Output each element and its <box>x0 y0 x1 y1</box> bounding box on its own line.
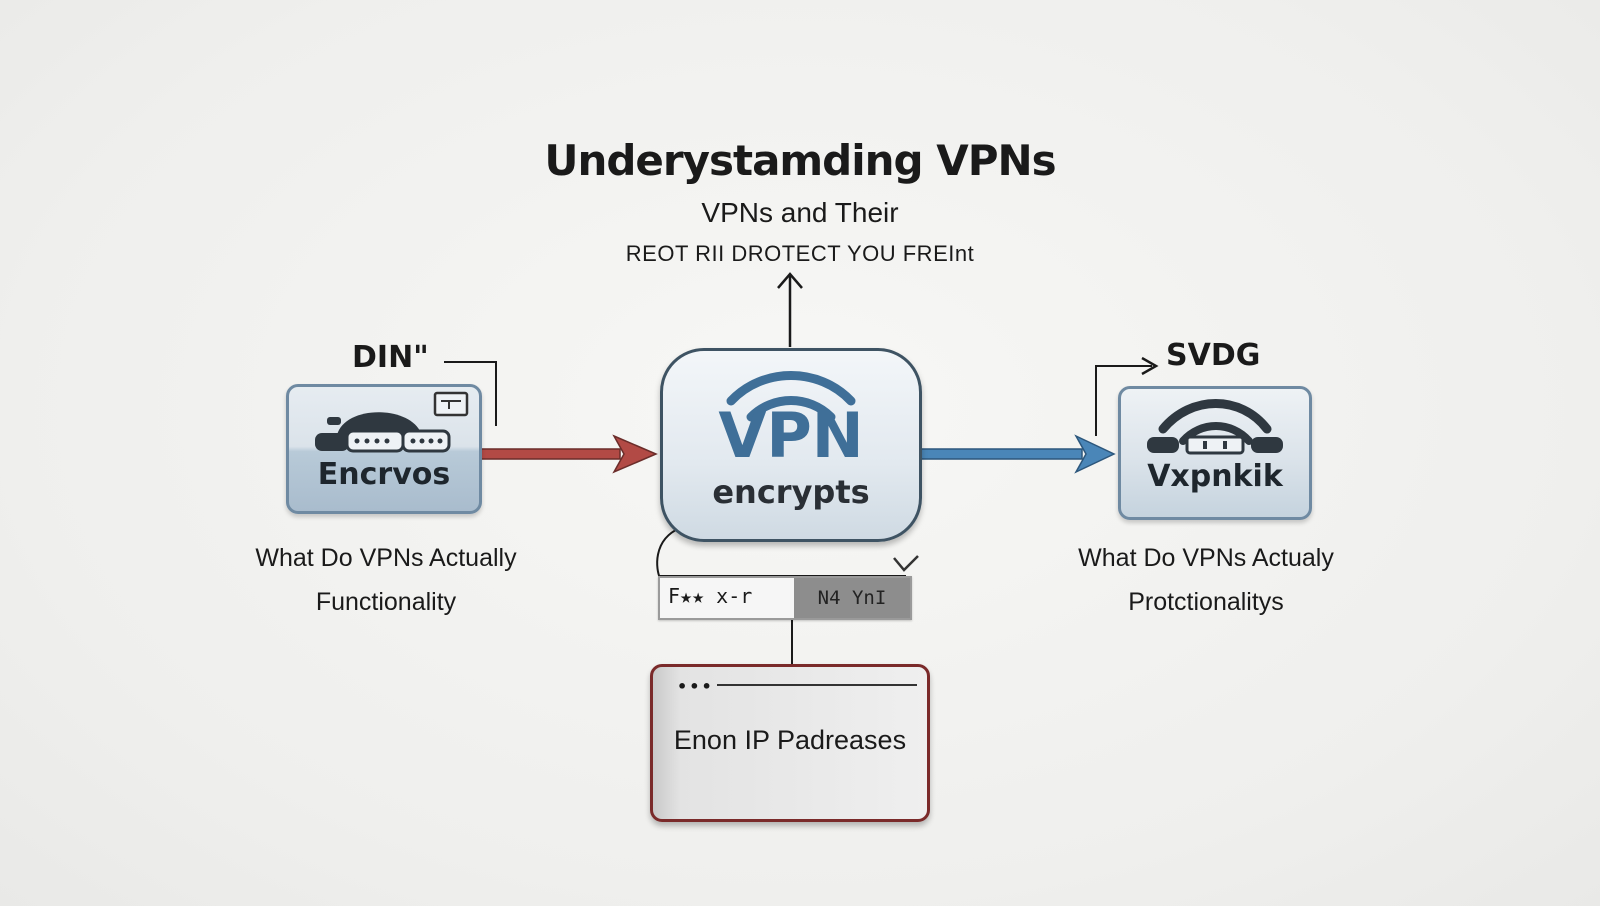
right-label-arrow-head <box>1141 356 1159 376</box>
right-label-arrow <box>1095 365 1152 436</box>
data-bar-left-text: F★★ x-r <box>668 584 753 608</box>
right-node-label: SVDG <box>1166 338 1261 373</box>
center-to-bar-curve <box>656 527 681 579</box>
red-arrow-head <box>612 434 658 474</box>
ip-address-window: ••• Enon IP Padreases <box>650 664 930 822</box>
vpn-label: VPN <box>718 399 864 472</box>
blue-arrow-head <box>1074 434 1116 474</box>
left-label-bracket <box>444 361 497 426</box>
diagram-tagline: REOT RII DROTECT YOU FREInt <box>625 241 975 266</box>
up-arrow-head <box>777 272 803 289</box>
left-node-box: Encrvos <box>286 384 482 514</box>
vpn-node-box: VPN encrypts <box>660 348 922 542</box>
ip-address-text: Enon IP Padreases <box>673 725 907 755</box>
red-arrow-shaft <box>479 448 621 460</box>
right-caption: What Do VPNs Actualy Protctionalitys <box>1056 536 1356 624</box>
right-caption-line1: What Do VPNs Actualy <box>1078 544 1334 572</box>
data-bar-right-text: N4 YnI <box>794 578 910 618</box>
right-node-text: Vxpnkik <box>1147 459 1283 494</box>
left-caption-line2: Functionality <box>315 588 457 616</box>
checkmark-icon <box>893 555 919 572</box>
left-caption-line1: What Do VPNs Actually <box>255 544 517 572</box>
window-dots-icon: ••• <box>677 677 714 696</box>
right-node-box: Vxpnkik <box>1118 386 1312 520</box>
left-node-text: Encrvos <box>317 457 451 492</box>
window-titlebar-line <box>717 684 917 686</box>
diagram-subtitle: VPNs and Their <box>701 197 899 228</box>
wifi-signal-icon <box>726 371 856 422</box>
left-node-label: DIN" <box>352 340 429 375</box>
diagram-title: Underystamding VPNs <box>544 136 1056 185</box>
right-caption-line2: Protctionalitys <box>1128 588 1284 616</box>
blue-arrow-shaft <box>917 448 1083 460</box>
left-caption: What Do VPNs Actually Functionality <box>236 536 536 624</box>
data-bar: F★★ x-r N4 YnI <box>658 576 912 620</box>
server-devices-icon <box>315 391 469 453</box>
router-signal-icon <box>1147 399 1283 455</box>
vpn-sub-label: encrypts <box>712 473 870 511</box>
